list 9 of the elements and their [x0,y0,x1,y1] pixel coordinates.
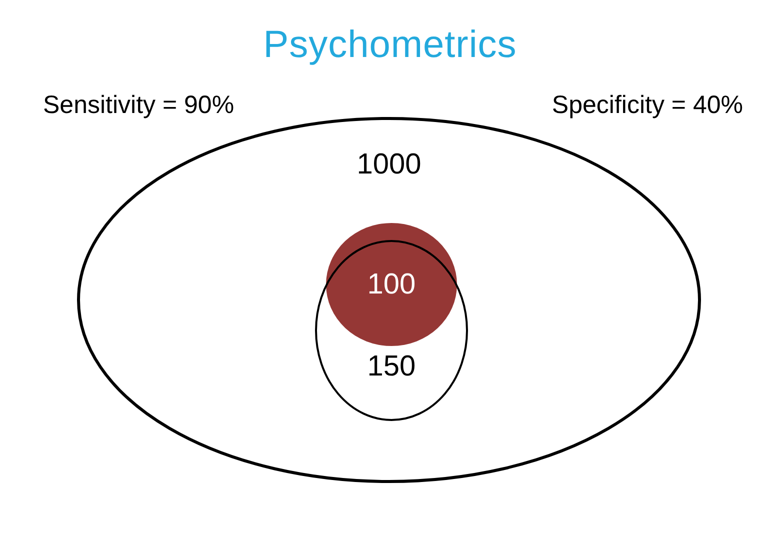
metric-label: Sensitivity = 90% [43,90,234,120]
set-ellipse [77,117,701,483]
metric-label: Specificity = 40% [552,90,743,120]
shaded-circle [326,223,457,346]
set-ellipse [315,240,468,421]
count-number: 150 [367,352,416,382]
count-number: 1000 [356,150,422,180]
slide-title: Psychometrics [263,24,517,66]
count-number: 100 [367,270,416,300]
